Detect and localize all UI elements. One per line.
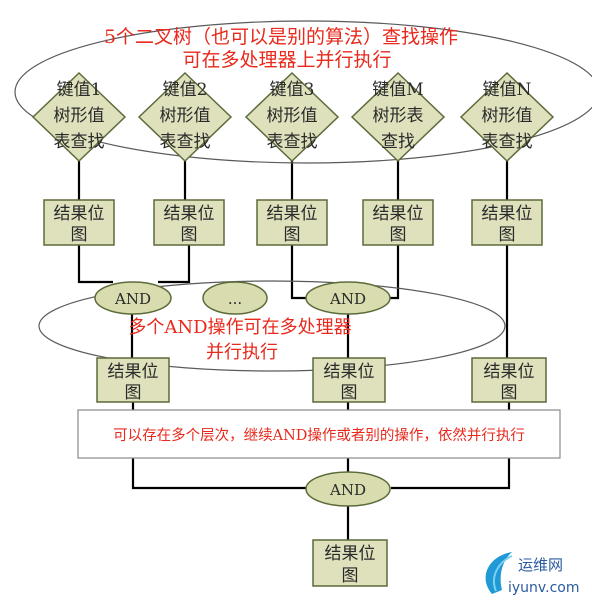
svg-text:AND: AND [329, 290, 366, 308]
final-result-bitmap-box: 结果位 图 [312, 539, 388, 587]
svg-text:图: 图 [342, 566, 359, 586]
svg-text:表查找: 表查找 [160, 132, 211, 152]
parallel-and-group [38, 280, 506, 372]
svg-text:图: 图 [125, 383, 142, 403]
svg-text:结果位: 结果位 [54, 204, 105, 224]
result-bitmap-box: 结果位 图 [256, 199, 328, 246]
svg-text:结果位: 结果位 [484, 362, 535, 382]
svg-text:图: 图 [341, 383, 358, 403]
svg-text:结果位: 结果位 [482, 204, 533, 224]
result-bitmap-box: 结果位 图 [471, 357, 547, 403]
svg-text:图: 图 [71, 225, 88, 245]
svg-text:结果位: 结果位 [325, 544, 376, 564]
svg-text:结果位: 结果位 [164, 204, 215, 224]
svg-text:图: 图 [501, 383, 518, 403]
svg-text:图: 图 [181, 225, 198, 245]
svg-text:键值M: 键值M [372, 80, 423, 100]
svg-text:键值3: 键值3 [270, 80, 315, 100]
result-bitmap-box: 结果位 图 [96, 357, 170, 403]
svg-text:树形值: 树形值 [54, 106, 105, 126]
svg-text:图: 图 [390, 225, 407, 245]
top-caption-line1: 5个二叉树（也可以是别的算法）查找操作 [104, 26, 458, 48]
top-caption-line2: 可在多处理器上并行执行 [182, 49, 391, 71]
and-operation: AND [305, 281, 391, 315]
svg-text:表查找: 表查找 [482, 132, 533, 152]
result-bitmap-box: 结果位 图 [312, 357, 386, 403]
lookup-diamond: 键值2 树形值 表查找 [137, 71, 233, 163]
svg-text:查找: 查找 [381, 132, 415, 152]
lookup-diamond: 键值3 树形值 表查找 [244, 71, 340, 163]
svg-text:树形表: 树形表 [373, 106, 424, 126]
svg-text:表查找: 表查找 [267, 132, 318, 152]
lookup-diamond: 键值1 树形值 表查找 [31, 71, 127, 163]
svg-text:运维网: 运维网 [518, 556, 563, 574]
svg-text:键值2: 键值2 [163, 80, 208, 100]
svg-text:AND: AND [114, 290, 151, 308]
result-bitmap-box: 结果位 图 [153, 199, 225, 246]
svg-text:结果位: 结果位 [267, 204, 318, 224]
result-bitmap-box: 结果位 图 [362, 199, 434, 246]
multi-level-note: 可以存在多个层次，继续AND操作或者别的操作，依然并行执行 [77, 409, 561, 459]
result-bitmap-box: 结果位 图 [471, 199, 543, 246]
and-operation: AND [94, 281, 172, 315]
svg-text:树形值: 树形值 [482, 106, 533, 126]
svg-text:结果位: 结果位 [324, 362, 375, 382]
svg-text:...: ... [228, 290, 242, 308]
svg-text:树形值: 树形值 [160, 106, 211, 126]
svg-text:iyunv.com: iyunv.com [508, 580, 579, 596]
mid-caption-line1: 多个AND操作可在多处理器 [128, 317, 351, 338]
svg-text:AND: AND [329, 481, 366, 499]
svg-text:树形值: 树形值 [267, 106, 318, 126]
svg-text:图: 图 [499, 225, 516, 245]
watermark: 运维网 iyunv.com [485, 552, 579, 596]
svg-text:结果位: 结果位 [373, 204, 424, 224]
and-operation-final: AND [305, 471, 391, 507]
svg-text:可以存在多个层次，继续AND操作或者别的操作，依然并行执行: 可以存在多个层次，继续AND操作或者别的操作，依然并行执行 [113, 427, 525, 444]
mid-caption-line2: 并行执行 [206, 342, 278, 363]
watermark-swoosh-icon [485, 552, 512, 594]
svg-text:图: 图 [284, 225, 301, 245]
parallel-lookup-group [14, 20, 592, 164]
result-bitmap-box: 结果位 图 [43, 199, 115, 246]
lookup-diamond: 键值N 树形值 表查找 [459, 71, 555, 163]
and-operation-ellipsis: ... [202, 281, 268, 315]
lookup-diamond: 键值M 树形表 查找 [350, 71, 446, 163]
svg-text:结果位: 结果位 [108, 362, 159, 382]
svg-text:键值1: 键值1 [57, 80, 102, 100]
svg-text:表查找: 表查找 [54, 132, 105, 152]
svg-text:键值N: 键值N [483, 80, 532, 100]
